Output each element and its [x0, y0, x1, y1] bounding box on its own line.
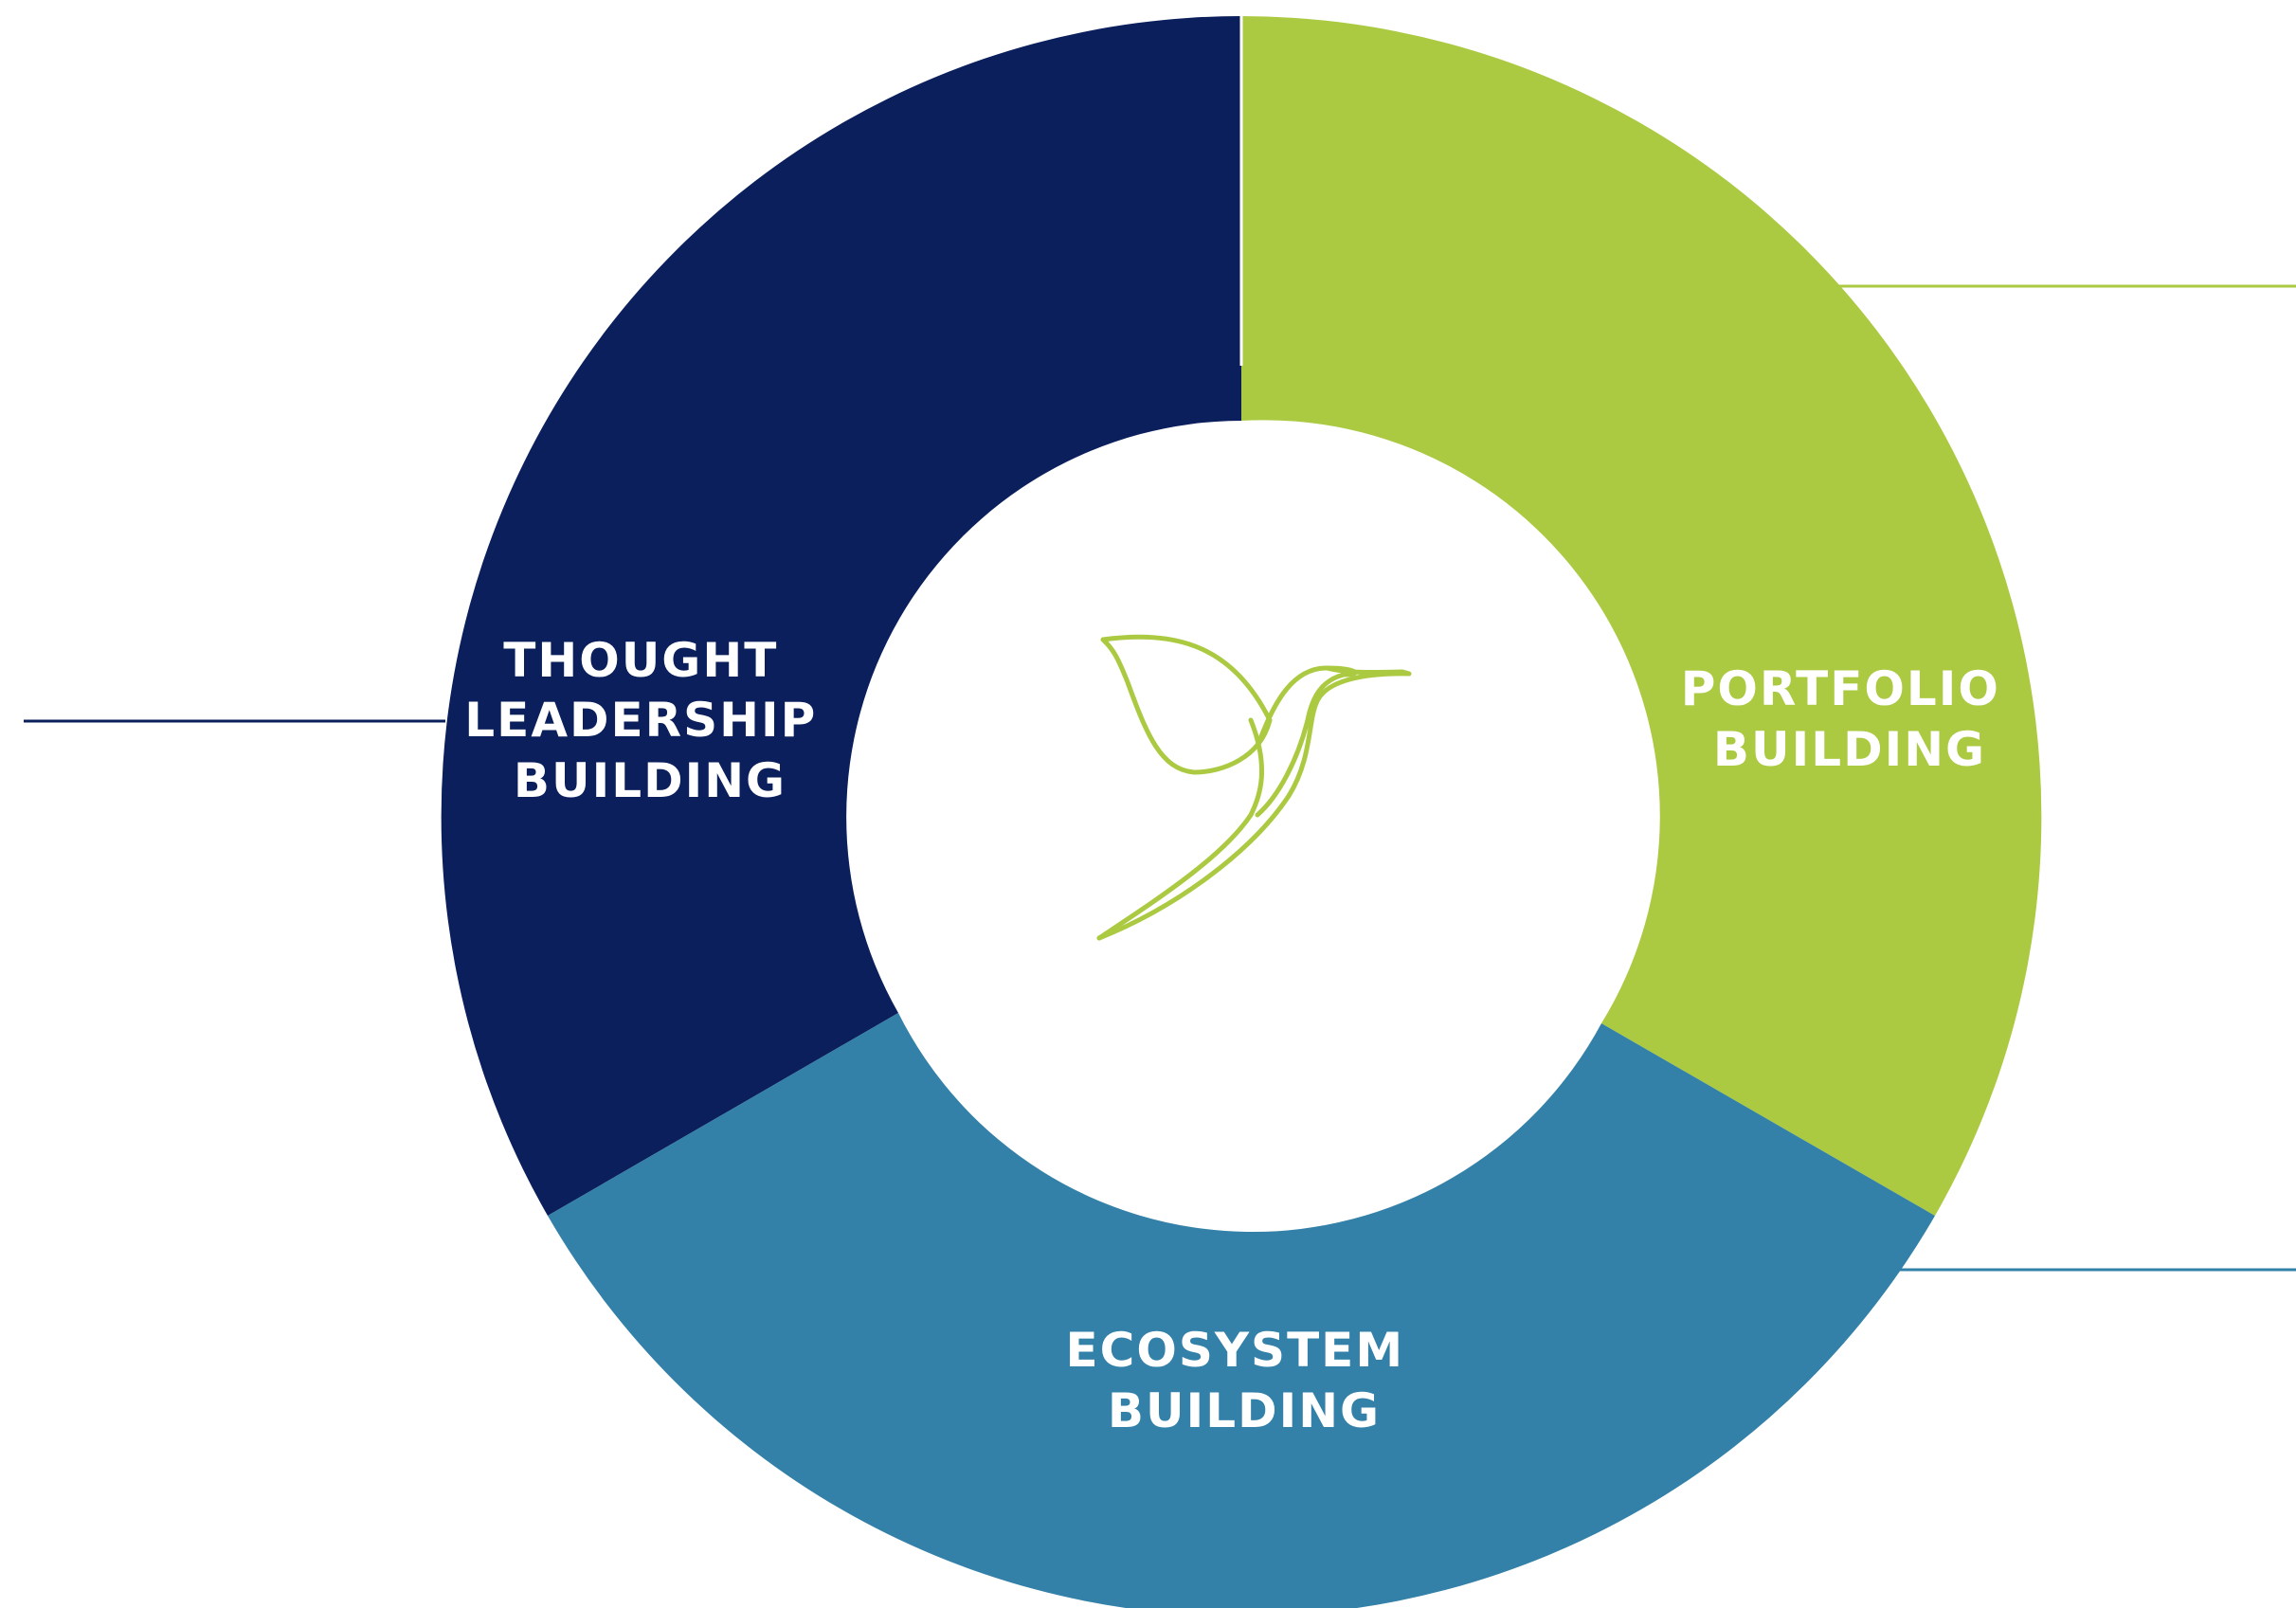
ecosystem-building-label: ECOSYSTEM BUILDING	[1065, 1323, 1422, 1438]
bird-leaf-logo-icon	[1096, 634, 1412, 941]
label-line: BUILDING	[1108, 1383, 1381, 1438]
label-line: PORTFOLIO	[1681, 661, 2000, 716]
portfolio-building-label: PORTFOLIO BUILDING	[1681, 661, 2019, 777]
label-line: ECOSYSTEM	[1065, 1323, 1404, 1378]
label-line: BUILDING	[514, 753, 786, 808]
label-line: BUILDING	[1713, 722, 1986, 777]
label-line: LEADERSHIP	[464, 693, 817, 748]
portfolio-building-segment	[1241, 16, 2042, 1216]
label-line: THOUGHT	[503, 633, 778, 688]
thought-leadership-segment	[441, 16, 1241, 1216]
ecosystem-building-segment	[548, 1013, 1935, 1608]
thought-leadership-label: THOUGHT LEADERSHIP BUILDING	[464, 633, 835, 808]
